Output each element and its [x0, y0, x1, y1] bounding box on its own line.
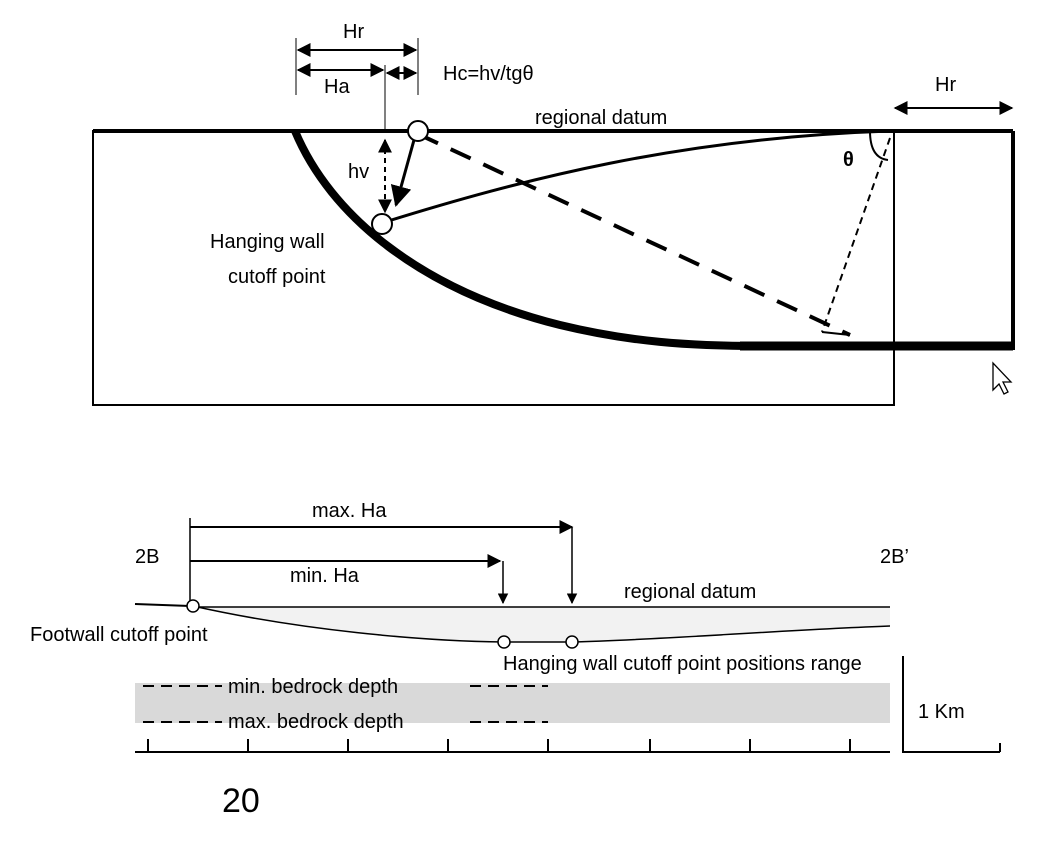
max-ha-label: max. Ha: [312, 500, 387, 522]
footwall-cutoff-label: Footwall cutoff point: [30, 624, 208, 646]
valley-fill: [193, 606, 890, 642]
hr-top-label: Hr: [343, 21, 364, 43]
page-number: 20: [222, 782, 260, 820]
hanging-wall-cutoff-max: [565, 635, 579, 649]
mouse-cursor-icon: [992, 361, 1013, 395]
lower-diagram: max. Ha min. Ha 2B 2B’ regional datum Fo…: [30, 500, 1001, 820]
theta-arc: [869, 130, 889, 161]
dashed-shear-line: [417, 132, 851, 337]
km-scale-bar: [902, 656, 1001, 753]
upper-section-frame: [92, 130, 895, 406]
inclined-dashed-line: [821, 137, 891, 333]
surface-left-segment: [134, 603, 191, 607]
hanging-wall-cutoff-point: [371, 213, 393, 235]
hc-formula-label: Hc=hv/tgθ: [443, 63, 534, 85]
hanging-wall-range-label: Hanging wall cutoff point positions rang…: [503, 653, 862, 675]
section-start-label: 2B: [135, 546, 159, 568]
rollover-curve: [384, 129, 891, 224]
listric-fault: [291, 129, 761, 350]
min-bedrock-label: min. bedrock depth: [228, 676, 398, 698]
min-ha-label: min. Ha: [290, 565, 360, 587]
hanging-wall-label-line1: Hanging wall: [210, 231, 325, 253]
section-end-label: 2B’: [880, 546, 909, 568]
max-bedrock-label: max. bedrock depth: [228, 711, 404, 733]
upper-diagram: θ Hr Ha Hc=hv/tgθ regional datum Hr hv H…: [92, 21, 1015, 406]
displacement-arrow: [390, 139, 416, 208]
lower-regional-datum-label: regional datum: [624, 581, 756, 603]
valley-profile: [192, 605, 891, 643]
right-angle-tick: [821, 331, 851, 336]
footwall-cutoff-point: [186, 599, 200, 613]
ha-label: Ha: [324, 76, 350, 98]
theta-label: θ: [843, 149, 854, 171]
hr-right-label: Hr: [935, 74, 956, 96]
hanging-wall-cutoff-min: [497, 635, 511, 649]
original-cutoff-point: [407, 120, 429, 142]
km-scale-label: 1 Km: [918, 701, 965, 723]
bedrock-depth-band: [135, 683, 890, 723]
upper-regional-datum-label: regional datum: [535, 107, 667, 129]
horizontal-scale-axis: [135, 739, 890, 753]
hanging-wall-label-line2: cutoff point: [228, 266, 326, 288]
hv-label: hv: [348, 161, 369, 183]
